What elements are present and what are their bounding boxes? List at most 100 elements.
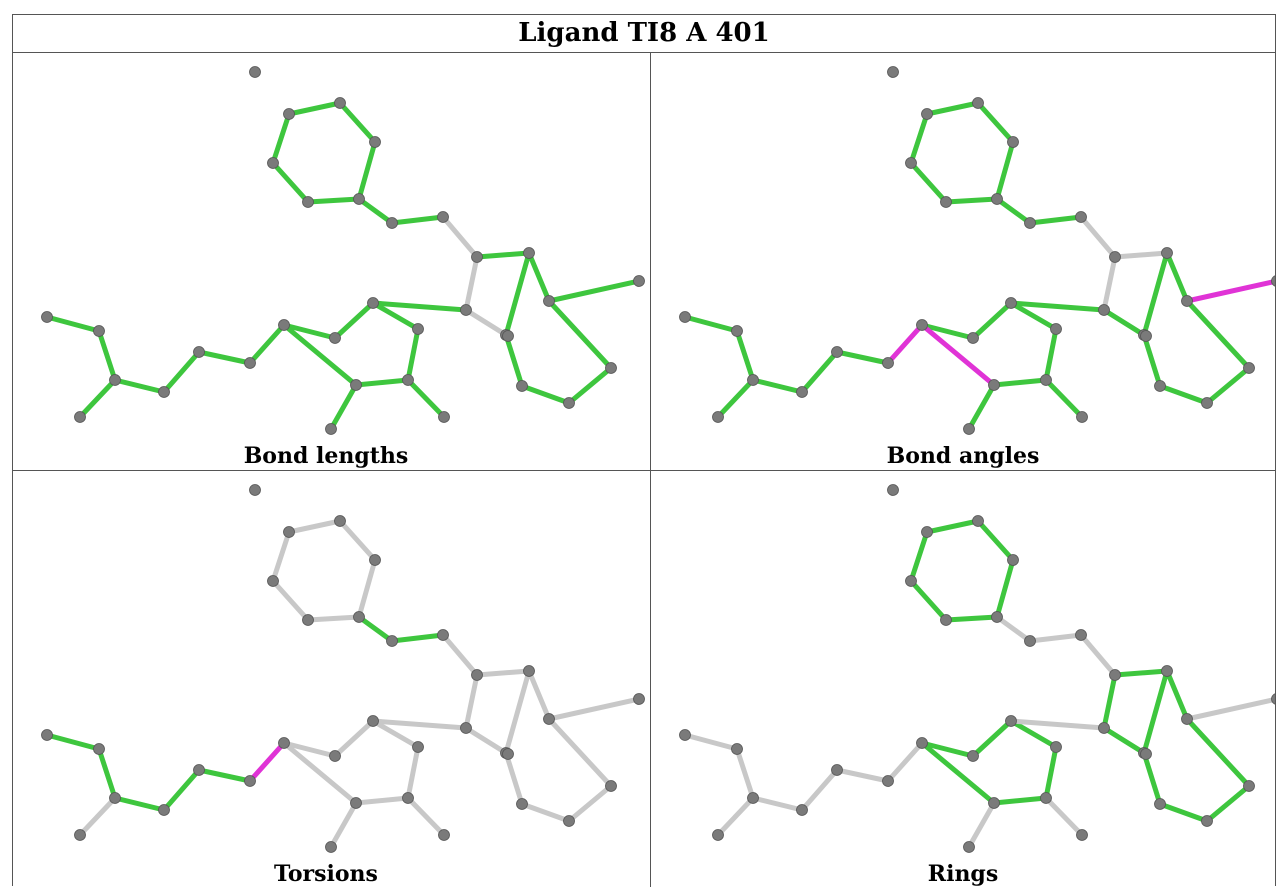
bond-1-2 xyxy=(44,314,102,334)
atom-34 xyxy=(1140,330,1152,342)
bond-19-16 xyxy=(463,254,480,313)
atom-20 xyxy=(1075,211,1087,223)
atom-6 xyxy=(193,346,205,358)
caption-rings: Rings xyxy=(928,861,998,887)
atom-7 xyxy=(244,357,256,369)
bond-29-31 xyxy=(546,298,614,371)
bond-19-20 xyxy=(440,632,480,678)
bond-32-33 xyxy=(1157,801,1210,824)
atom-30 xyxy=(1271,275,1275,287)
bond-10-16 xyxy=(1008,300,1107,313)
atom-16 xyxy=(460,304,472,316)
atom-29 xyxy=(543,295,555,307)
atom-6 xyxy=(193,764,205,776)
bond-29-30 xyxy=(1184,696,1275,722)
bond-5-6 xyxy=(799,349,840,395)
atom-27 xyxy=(369,554,381,566)
atom-14 xyxy=(963,841,975,853)
bond-13-14 xyxy=(966,800,997,850)
bond-12-13 xyxy=(991,377,1049,388)
atom-9 xyxy=(329,332,341,344)
bond-9-10 xyxy=(332,718,376,759)
atom-26 xyxy=(972,97,984,109)
atom-8 xyxy=(278,737,290,749)
atom-10 xyxy=(367,715,379,727)
bond-26-27 xyxy=(337,518,378,563)
bond-9-10 xyxy=(970,718,1014,759)
bond-6-7 xyxy=(196,767,253,784)
atom-3 xyxy=(747,374,759,386)
atom-31 xyxy=(1243,780,1255,792)
atom-23 xyxy=(302,614,314,626)
bond-33-17 xyxy=(503,750,525,807)
bond-6-7 xyxy=(834,767,891,784)
bond-12-13 xyxy=(991,795,1049,806)
atom-22 xyxy=(353,611,365,623)
atom-28 xyxy=(249,484,261,496)
bond-19-16 xyxy=(463,672,480,731)
bond-2-3 xyxy=(96,746,118,801)
bond-18-29 xyxy=(526,250,552,304)
bond-7-8 xyxy=(885,740,925,784)
panel-bond-lengths: Bond lengths xyxy=(41,66,645,469)
atom-15 xyxy=(1076,829,1088,841)
bond-22-27 xyxy=(356,557,378,620)
bond-32-33 xyxy=(519,383,572,406)
bond-11-12 xyxy=(405,326,421,383)
bond-17-18 xyxy=(1141,250,1170,338)
bond-24-25 xyxy=(270,111,292,166)
atom-6 xyxy=(831,346,843,358)
atom-18 xyxy=(523,665,535,677)
atom-31 xyxy=(605,780,617,792)
ligand-title: Ligand TI8 A 401 xyxy=(13,15,1275,53)
atom-33 xyxy=(516,798,528,810)
bond-3-5 xyxy=(750,795,805,813)
atom-21 xyxy=(386,217,398,229)
bond-29-30 xyxy=(1184,278,1275,304)
atom-14 xyxy=(963,423,975,435)
atom-30 xyxy=(633,693,645,705)
atom-6 xyxy=(831,764,843,776)
atom-4 xyxy=(712,411,724,423)
bond-20-21 xyxy=(1027,214,1084,226)
bond-16-17 xyxy=(463,307,509,338)
bond-31-32 xyxy=(1204,783,1252,824)
bond-7-8 xyxy=(247,740,287,784)
atom-28 xyxy=(887,484,899,496)
atom-11 xyxy=(1050,741,1062,753)
bond-33-17 xyxy=(1141,750,1163,807)
atom-2 xyxy=(93,743,105,755)
atom-25 xyxy=(921,526,933,538)
atom-1 xyxy=(679,729,691,741)
atom-21 xyxy=(1024,217,1036,229)
atom-15 xyxy=(438,829,450,841)
bond-33-17 xyxy=(503,332,525,389)
atom-2 xyxy=(731,743,743,755)
bond-25-26 xyxy=(924,518,981,535)
caption-bond-angles: Bond angles xyxy=(887,443,1040,469)
atom-26 xyxy=(334,515,346,527)
atom-13 xyxy=(988,379,1000,391)
bond-18-19 xyxy=(1112,250,1170,260)
bond-12-13 xyxy=(353,377,411,388)
atom-15 xyxy=(438,411,450,423)
bond-19-16 xyxy=(1101,672,1118,731)
bond-17-18 xyxy=(503,668,532,756)
atom-4 xyxy=(712,829,724,841)
atom-9 xyxy=(967,750,979,762)
atom-33 xyxy=(1154,380,1166,392)
atom-13 xyxy=(988,797,1000,809)
atom-3 xyxy=(109,792,121,804)
bond-12-15 xyxy=(405,795,447,838)
bond-24-25 xyxy=(908,529,930,584)
bond-33-17 xyxy=(1141,332,1163,389)
bond-19-20 xyxy=(440,214,480,260)
atom-7 xyxy=(244,775,256,787)
bond-8-9 xyxy=(281,322,338,341)
bond-12-15 xyxy=(1043,377,1085,420)
atom-16 xyxy=(1098,304,1110,316)
bond-18-19 xyxy=(474,668,532,678)
atom-19 xyxy=(471,669,483,681)
bond-20-21 xyxy=(389,214,446,226)
bond-29-31 xyxy=(1184,298,1252,371)
